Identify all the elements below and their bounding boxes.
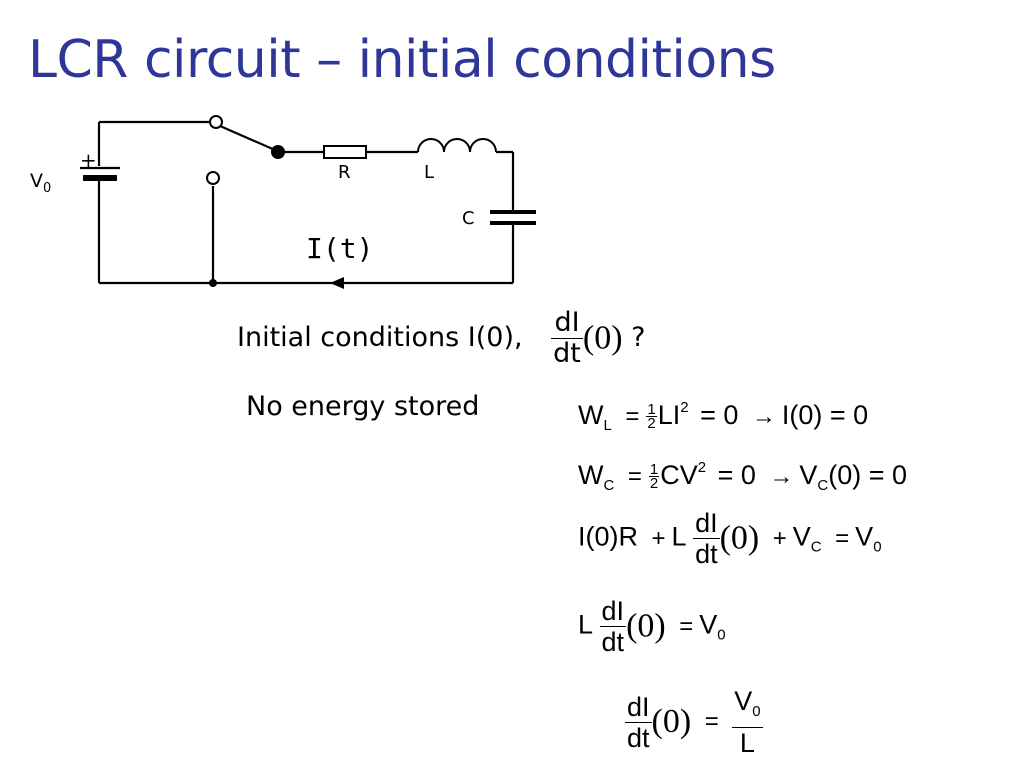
final-rhs-fraction: V0 L	[732, 686, 763, 758]
no-energy-label: No energy stored	[246, 391, 480, 422]
kvl-vc: V	[792, 521, 811, 552]
switch-contact-top	[209, 115, 223, 129]
wc-equals: =	[627, 463, 642, 490]
wl-half-num: 1	[646, 401, 657, 419]
wl-equals: =	[625, 403, 640, 430]
inductor-derivative-equation: L dI dt (0) =V0	[578, 596, 726, 657]
wc-arrow: →	[769, 463, 794, 490]
wl-term: LI	[657, 400, 681, 430]
final-derivative: dI dt	[625, 692, 652, 753]
kvl-v0-subscript: 0	[873, 538, 882, 556]
battery-short-plate	[83, 175, 117, 181]
final-rhs-num: V0	[732, 686, 763, 728]
capacitor-label: C	[462, 208, 475, 229]
l-equals: =	[679, 612, 694, 640]
current-label: I(t)	[306, 232, 374, 265]
junction-dot	[209, 279, 217, 287]
final-num: dI	[625, 691, 652, 723]
l-arg: (0)	[626, 607, 666, 645]
derivative-fraction: dI dt	[551, 308, 583, 369]
initial-conditions-text: Initial conditions I(0),	[237, 322, 523, 353]
wl-zero: = 0	[700, 400, 739, 430]
kvl-den: dt	[695, 539, 718, 569]
source-label-v: V	[30, 170, 43, 192]
final-rhs-sub: 0	[752, 703, 761, 720]
wl-superscript: 2	[680, 399, 689, 416]
source-label-sub: 0	[43, 180, 52, 196]
battery-plus-sign: +	[80, 148, 97, 172]
kvl-v0: V	[855, 521, 874, 552]
final-den: dt	[627, 722, 650, 753]
kvl-equals: =	[835, 524, 850, 552]
switch-blade	[219, 124, 276, 152]
l-num: dI	[599, 596, 627, 627]
wc-result: (0) = 0	[828, 460, 908, 490]
wl-symbol: W	[578, 400, 604, 430]
wl-result: I(0) = 0	[781, 400, 869, 430]
wc-superscript: 2	[697, 459, 707, 476]
wc-symbol: W	[578, 460, 604, 490]
final-rhs-den: L	[739, 728, 755, 758]
final-equals: =	[704, 708, 719, 736]
argument-zero: (0)	[582, 319, 623, 357]
l-v0: V	[699, 609, 718, 640]
final-arg: (0)	[651, 703, 692, 740]
kvl-derivative: dI dt	[693, 508, 720, 569]
inductor	[417, 138, 497, 153]
slide-title: LCR circuit – initial conditions	[28, 30, 776, 90]
kvl-num: dI	[693, 508, 720, 539]
fraction-numerator: dI	[551, 308, 583, 339]
wc-half-num: 1	[648, 461, 660, 479]
wc-subscript: C	[603, 477, 615, 494]
l-derivative: dI dt	[599, 596, 627, 657]
wc-v-subscript: C	[817, 477, 829, 494]
inductor-label: L	[424, 162, 435, 183]
wc-term: CV	[660, 460, 698, 490]
question-mark: ?	[622, 322, 646, 353]
kvl-vc-subscript: C	[810, 538, 822, 556]
l-symbol: L	[578, 609, 593, 640]
kirchhoff-equation: I(0)R +L dI dt (0) +VC =V0	[578, 508, 882, 569]
kvl-l: L	[671, 521, 686, 552]
wc-zero: = 0	[717, 460, 756, 490]
l-den: dt	[601, 627, 625, 657]
wc-v: V	[799, 460, 818, 490]
final-derivative-equation: dI dt (0) = V0 L	[625, 686, 763, 758]
fraction-denominator: dt	[553, 338, 581, 369]
final-rhs-v: V	[734, 686, 753, 716]
current-arrow	[330, 277, 344, 289]
l-v0-subscript: 0	[717, 626, 726, 644]
resistor	[323, 145, 367, 159]
switch-pivot	[271, 145, 285, 159]
wc-half-den: 2	[649, 475, 659, 493]
source-label: V0	[30, 170, 51, 196]
kvl-plus-1: +	[651, 524, 666, 552]
initial-conditions-line: Initial conditions I(0), dI dt (0) ?	[237, 308, 645, 369]
kvl-plus-2: +	[772, 524, 787, 552]
resistor-label: R	[338, 162, 351, 183]
kvl-resistor-term: I(0)R	[578, 521, 638, 552]
kvl-arg: (0)	[719, 519, 760, 557]
wl-arrow: →	[751, 403, 776, 430]
wl-half-den: 2	[647, 415, 656, 433]
wl-subscript: L	[603, 417, 612, 434]
switch-contact-lower	[206, 171, 220, 185]
